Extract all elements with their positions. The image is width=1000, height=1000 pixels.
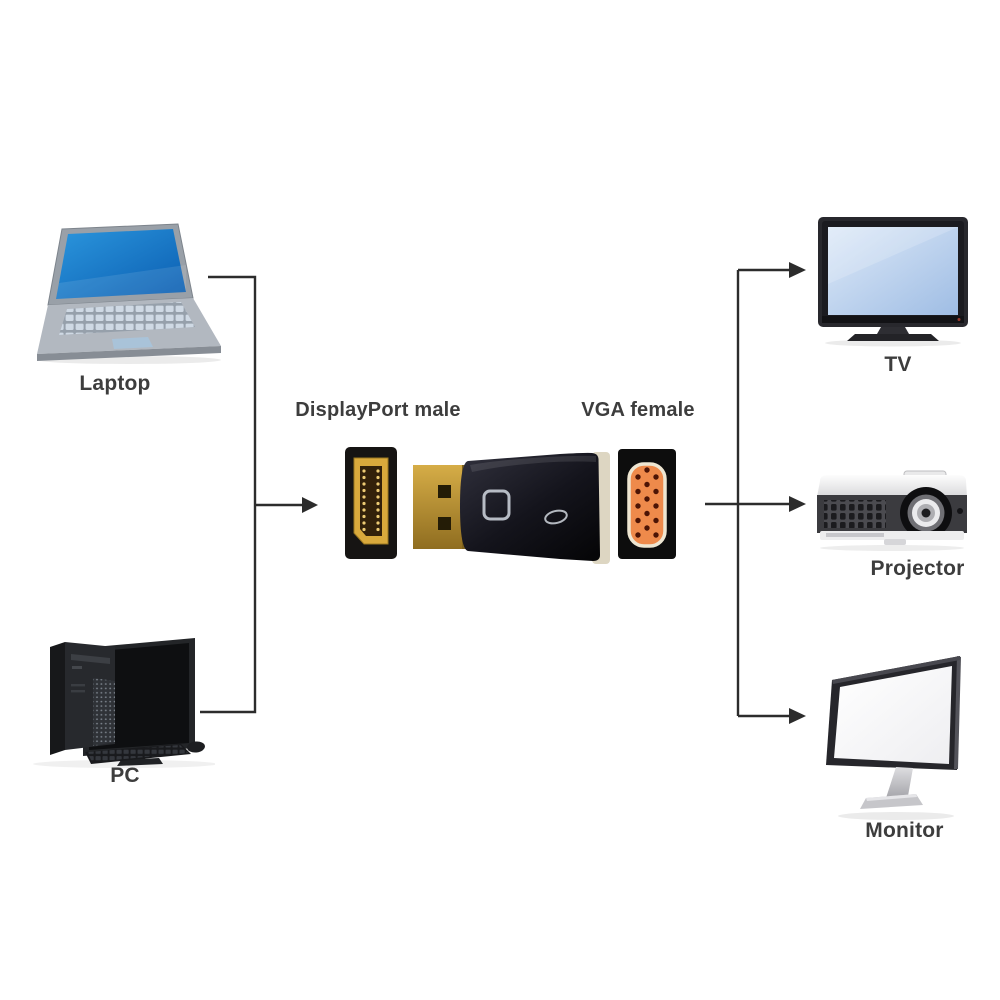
pc-tower-side bbox=[50, 642, 65, 755]
monitor-illustration bbox=[826, 656, 961, 820]
source-bus-line bbox=[200, 275, 257, 714]
arrowhead-to-tv bbox=[789, 262, 806, 278]
pc-mouse bbox=[187, 741, 205, 753]
tv-stand-neck bbox=[877, 327, 909, 334]
projector-top bbox=[817, 475, 967, 497]
displayport-pins bbox=[362, 469, 380, 532]
projector-label: Projector bbox=[870, 557, 965, 580]
dp-to-vga-adapter bbox=[413, 452, 610, 564]
projector-lens bbox=[900, 487, 952, 539]
laptop-keyboard bbox=[59, 302, 195, 335]
monitor-label: Monitor bbox=[865, 819, 944, 842]
laptop-illustration bbox=[37, 223, 221, 364]
projector-vents bbox=[824, 500, 886, 528]
monitor-screen bbox=[834, 666, 952, 764]
vga-connector-face bbox=[618, 449, 676, 559]
laptop-touchpad bbox=[112, 337, 153, 349]
vga-dsub-shell bbox=[627, 462, 667, 548]
adapter-gold-plug bbox=[413, 465, 468, 549]
vga-female-label: VGA female bbox=[581, 399, 695, 421]
pc-keyboard bbox=[87, 745, 188, 762]
pc-optical-drive bbox=[71, 654, 110, 664]
laptop-screen bbox=[56, 229, 186, 299]
projector-illustration bbox=[817, 470, 967, 551]
tv-stand-base bbox=[847, 334, 939, 341]
displayport-connector-face bbox=[345, 447, 397, 559]
pc-illustration bbox=[33, 638, 215, 768]
adapter-logo bbox=[544, 509, 568, 525]
tv-label: TV bbox=[884, 353, 912, 376]
arrowhead-to-monitor bbox=[789, 708, 806, 724]
pc-tower-vent-grid bbox=[93, 678, 115, 746]
vga-pin-holes bbox=[635, 467, 659, 538]
arrowhead-to-projector bbox=[789, 496, 806, 512]
tv-illustration bbox=[818, 217, 968, 347]
pc-label: PC bbox=[110, 764, 140, 787]
displayport-male-label: DisplayPort male bbox=[295, 399, 461, 421]
laptop-label: Laptop bbox=[79, 372, 151, 395]
adapter-port-mark bbox=[482, 489, 511, 521]
arrowhead-to-adapter bbox=[302, 497, 318, 513]
monitor-stand-neck bbox=[886, 767, 913, 798]
adapter-body bbox=[460, 452, 600, 561]
tv-screen bbox=[828, 227, 958, 315]
